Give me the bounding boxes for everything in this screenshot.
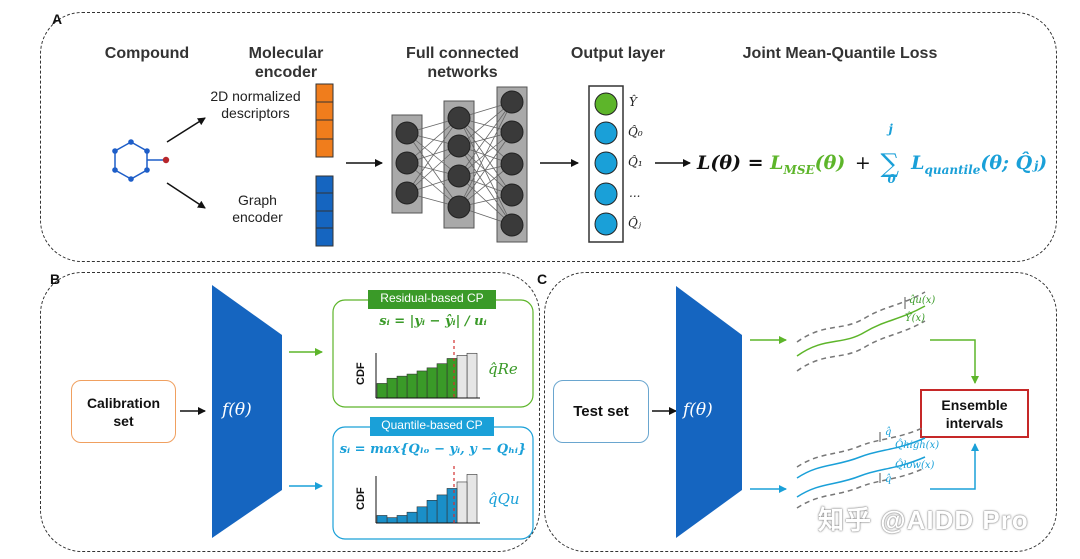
label-qhat-upper: q̂ [885, 427, 892, 438]
quantile-cp-tag [370, 417, 494, 436]
graph-vector-icon [315, 175, 334, 247]
cdf-bar [456, 355, 468, 399]
output-label-qj: Q̂ⱼ [628, 216, 642, 230]
cdf-bar [376, 515, 388, 524]
residual-cdf-chart [375, 340, 480, 400]
panel-a-label: A [52, 11, 63, 27]
quantile-qhat: q̂Qu [488, 490, 520, 508]
cdf-bar [416, 506, 428, 524]
panel-a [40, 12, 1057, 262]
descriptor-vector-icon [315, 83, 334, 158]
outer-upper-curve [796, 426, 926, 468]
header-output-layer: Output layer [570, 45, 666, 62]
prediction-curve [796, 305, 926, 357]
cdf-bar [406, 511, 418, 524]
label-yhat-x: Ŷ(x) [905, 313, 926, 324]
panel-b [40, 272, 540, 552]
cdf-bar [466, 474, 478, 524]
quantile-cp-title: Quantile-based CP [381, 418, 483, 432]
output-label-dots: ... [629, 186, 641, 200]
output-label-q0: Q̂₀ [628, 125, 643, 139]
cdf-bar [396, 375, 408, 399]
label-qhat-lower: q̂ [885, 474, 892, 485]
descriptors-label: 2D normalized descriptors [210, 88, 301, 121]
quantile-formula: sᵢ = max{Qₗₒ − yᵢ, y − Qₕᵢ} [339, 442, 527, 457]
label-qu-x: q̂u(x) [909, 295, 936, 306]
residual-cdf-ylabel: CDF [355, 362, 367, 385]
test-set-box: Test set [553, 380, 649, 443]
cdf-bar [386, 517, 398, 524]
cdf-bar [416, 370, 428, 399]
model-trapezoid-b [212, 285, 282, 538]
upper-bound-curve-top [796, 291, 926, 343]
model-label-c: f(θ) [683, 400, 713, 420]
loss-equation: L(θ) = LMSE(θ) + j ∑ 0 Lquantile(θ; Q̂ⱼ) [697, 122, 1048, 186]
cdf-bar [386, 377, 398, 399]
cdf-bar [466, 352, 478, 399]
cdf-bar [436, 363, 448, 399]
panel-b-label: B [50, 271, 61, 287]
residual-cp-tag [368, 290, 496, 309]
cdf-bar [396, 515, 408, 524]
model-trapezoid-c [676, 286, 742, 538]
loss-mse: LMSE(θ) [770, 152, 846, 177]
quantile-cdf-ylabel: CDF [355, 487, 367, 510]
header-full-connected: Full connected networks [406, 45, 519, 81]
cdf-bar [446, 358, 458, 399]
q-low-curve [796, 456, 926, 498]
graph-encoder-label: Graph encoder [232, 192, 283, 225]
q-high-curve [796, 437, 926, 479]
cdf-bar [426, 367, 438, 399]
loss-plus: + [854, 152, 871, 174]
cdf-bar [446, 488, 458, 524]
label-q-low: Q̂low(x) [895, 460, 935, 471]
loss-lhs: L(θ) = [697, 152, 764, 174]
calibration-set-box: Calibration set [71, 380, 176, 443]
header-compound: Compound [104, 45, 190, 62]
header-molecular-encoder: Molecular encoder [248, 45, 324, 81]
quantile-cdf-chart [375, 466, 480, 525]
outer-lower-curve [796, 467, 926, 509]
cdf-bar [376, 383, 388, 399]
panel-c [544, 272, 1057, 552]
residual-qhat: q̂Re [488, 360, 518, 378]
header-joint-loss: Joint Mean-Quantile Loss [742, 45, 938, 62]
residual-formula: sᵢ = |yᵢ − ŷᵢ| / uᵢ [379, 314, 487, 329]
watermark: 知乎 @AIDD Pro [818, 505, 1029, 535]
cdf-bar [436, 494, 448, 524]
lower-bound-curve-top [796, 320, 926, 372]
cdf-bar [406, 373, 418, 399]
output-label-q1: Q̂₁ [628, 155, 643, 169]
ensemble-intervals-box: Ensemble intervals [920, 389, 1029, 438]
model-label-b: f(θ) [222, 400, 252, 420]
compound-molecule-icon [112, 139, 170, 182]
fully-connected-network-icon [391, 86, 528, 243]
output-layer-icon [588, 85, 624, 243]
cdf-bar [456, 481, 468, 524]
residual-cp-title: Residual-based CP [380, 291, 484, 305]
output-label-yhat: Ŷ [629, 95, 637, 109]
panel-c-label: C [537, 271, 548, 287]
loss-quantile: Lquantile(θ; Q̂ⱼ) [911, 152, 1048, 177]
cdf-bar [426, 500, 438, 524]
loss-sum: j ∑ 0 [880, 122, 900, 186]
label-q-high: Q̂high(x) [895, 440, 940, 451]
